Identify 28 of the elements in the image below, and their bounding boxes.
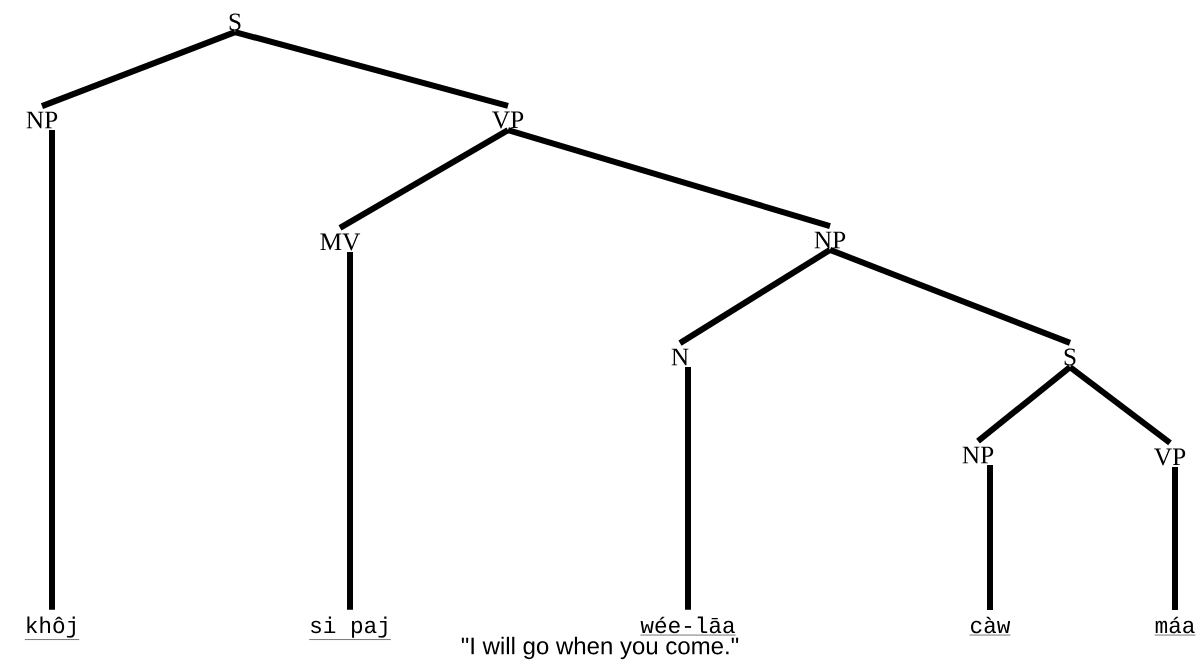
- tree-branch: [678, 247, 832, 346]
- word-label: khôj: [24, 616, 80, 640]
- tree-branch: [49, 129, 55, 610]
- category-label: NP: [814, 231, 846, 249]
- tree-branch: [987, 464, 993, 610]
- word-label: wée-lāa: [640, 616, 736, 636]
- word-label: si paj: [308, 616, 392, 640]
- tree-branch: [685, 366, 691, 610]
- category-label: VP: [492, 111, 524, 129]
- tree-branch: [976, 364, 1072, 444]
- tree-branch: [1068, 364, 1172, 446]
- word-label: máa: [1154, 616, 1196, 636]
- tree-branch: [234, 29, 509, 109]
- word-label: càw: [969, 616, 1011, 636]
- category-label: VP: [1154, 448, 1186, 466]
- category-label: S: [1064, 348, 1076, 366]
- tree-branch: [828, 247, 1072, 346]
- tree-branch: [338, 127, 510, 231]
- tree-branch: [507, 127, 831, 229]
- category-label: NP: [26, 111, 58, 129]
- category-label: S: [229, 13, 241, 31]
- tree-branch: [1172, 467, 1178, 610]
- tree-branch: [347, 252, 353, 610]
- tree-branch: [40, 29, 237, 109]
- category-label: MV: [320, 233, 361, 251]
- category-label: N: [671, 348, 689, 366]
- category-label: NP: [962, 446, 994, 464]
- caption: "I will go when you come.": [461, 636, 739, 660]
